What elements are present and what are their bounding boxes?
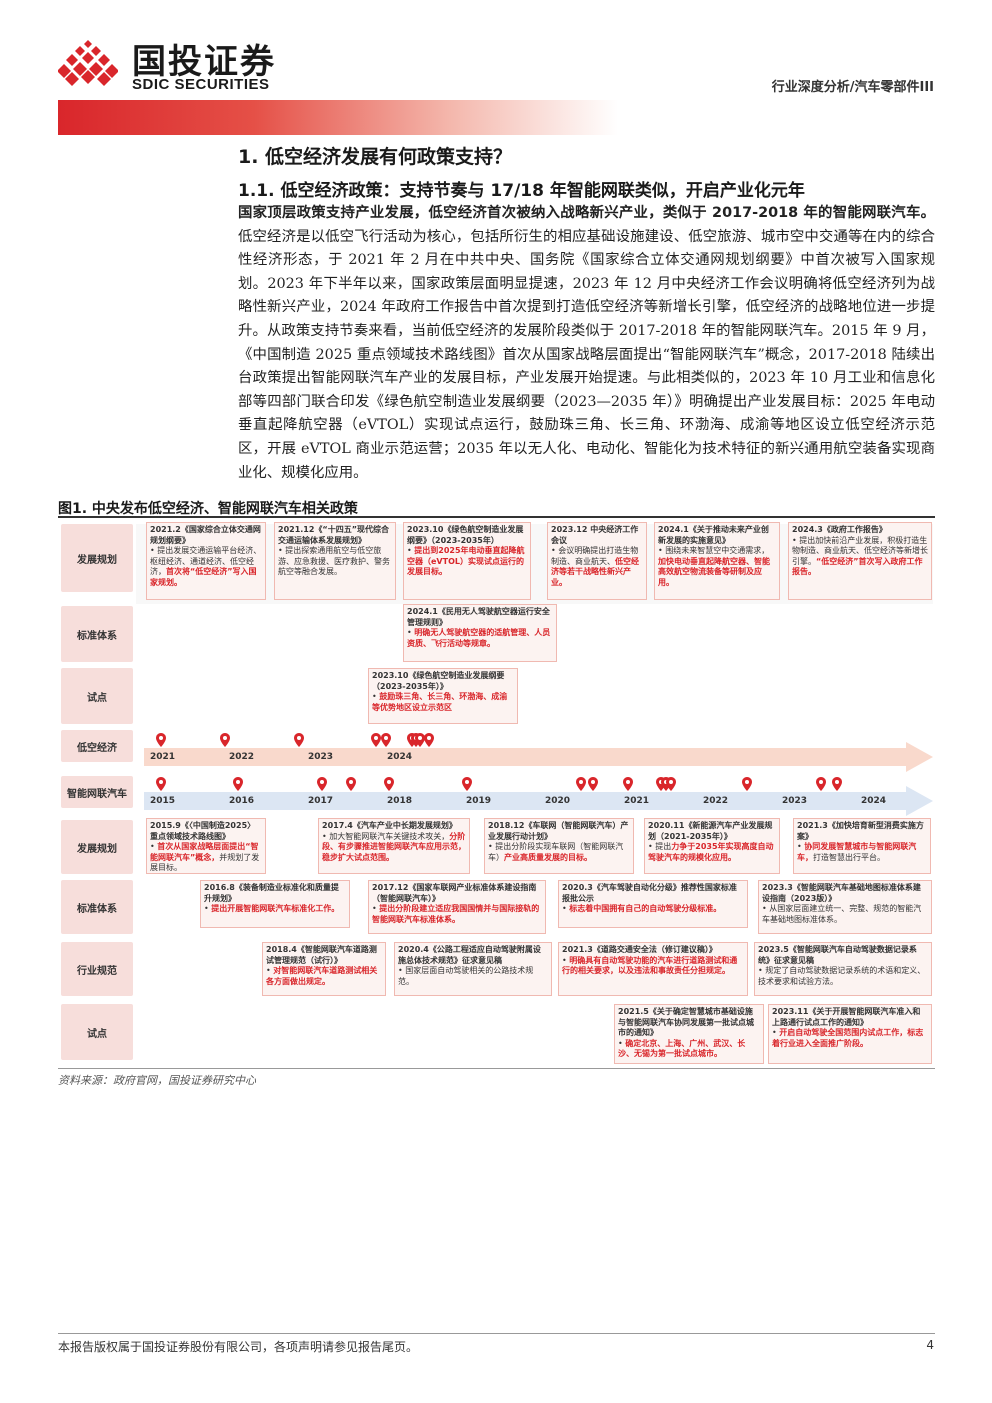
lead-sentence: 国家顶层政策支持产业发展，低空经济首次被纳入战略新兴产业，类似于 2017-20… <box>238 205 935 221</box>
page-number: 4 <box>926 1338 934 1352</box>
policy-card: 2024.1《民用无人驾驶航空器运行安全管理规则》• 明确无人驾驶航空器的适航管… <box>403 604 557 662</box>
timeline-year-label: 2023 <box>782 796 808 806</box>
policy-card: 2023.10《绿色航空制造业发展纲要》（2023-2035年）• 提出到202… <box>403 522 531 600</box>
timeline-year-label: 2019 <box>466 796 492 806</box>
event-pin-icon <box>588 776 598 791</box>
event-pin-icon <box>381 732 391 747</box>
figure-title: 图1. 中央发布低空经济、智能网联汽车相关政策 <box>58 501 358 517</box>
policy-card: 2018.4《智能网联汽车道路测试管理规范（试行）》• 对智能网联汽车道路测试相… <box>262 942 386 996</box>
event-pin-icon <box>294 732 304 747</box>
row-label-low-axis: 低空经济 <box>61 730 133 762</box>
timeline-year-label: 2024 <box>387 752 413 762</box>
event-pin-icon <box>317 776 327 791</box>
policy-card: 2023.11《关于开展智能网联汽车准入和上路通行试点工作的通知》• 开启自动驾… <box>768 1004 932 1064</box>
body-paragraph: 国家顶层政策支持产业发展，低空经济首次被纳入战略新兴产业，类似于 2017-20… <box>238 202 935 485</box>
policy-card: 2020.3《汽车驾驶自动化分级》推荐性国家标准报批公示• 标志着中国拥有自己的… <box>558 880 748 928</box>
logo-mark-icon <box>58 40 118 86</box>
policy-card: 2020.4《公路工程适应自动驾驶附属设施总体技术规范》征求意见稿• 国家层面自… <box>394 942 552 996</box>
policy-card: 2023.3《智能网联汽车基础地图标准体系建设指南（2023版）》• 从国家层面… <box>758 880 932 934</box>
row-label-ev-axis: 智能网联汽车 <box>61 776 133 808</box>
event-pin-icon <box>623 776 633 791</box>
policy-card: 2021.12《“十四五”现代综合交通运输体系发展规划》• 提出探索通用航空与低… <box>274 522 396 600</box>
event-pin-icon <box>816 776 826 791</box>
row-label-low-trial: 试点 <box>61 668 133 724</box>
timeline-year-label: 2020 <box>545 796 571 806</box>
figure-source: 资料来源：政府官网，国投证券研究中心 <box>58 1074 256 1087</box>
ev-timeline-arrow <box>144 786 933 816</box>
logo-text-cn: 国投证券 <box>132 42 276 82</box>
row-label-low-dev: 发展规划 <box>61 524 133 592</box>
policy-card: 2021.3《加快培育新型消费实施方案》• 协同发展智慧城市与智能网联汽车，打造… <box>793 818 931 874</box>
timeline-year-label: 2018 <box>387 796 413 806</box>
event-pin-icon <box>576 776 586 791</box>
event-pin-icon <box>832 776 842 791</box>
timeline-year-label: 2024 <box>861 796 887 806</box>
footer-rule <box>58 1333 935 1334</box>
figure-rule <box>58 516 935 518</box>
logo-text-en: SDIC SECURITIES <box>132 76 270 93</box>
timeline-year-label: 2017 <box>308 796 334 806</box>
policy-card: 2017.4《汽车产业中长期发展规划》• 加大智能网联汽车关键技术攻关，分阶段、… <box>318 818 470 874</box>
policy-timeline-figure: 发展规划 标准体系 试点 低空经济 智能网联汽车 发展规划 标准体系 行业规范 … <box>58 518 935 1064</box>
policy-card: 2023.5《智能网联汽车自动驾驶数据记录系统》征求意见稿• 规定了自动驾驶数据… <box>754 942 932 996</box>
row-label-ev-dev: 发展规划 <box>61 820 133 874</box>
body-text: 低空经济是以低空飞行活动为核心，包括所衍生的相应基础设施建设、低空旅游、城市空中… <box>238 228 935 481</box>
source-rule <box>58 1068 935 1069</box>
event-pin-icon <box>415 732 425 747</box>
policy-card: 2016.8《装备制造业标准化和质量提升规划》• 提出开展智能网联汽车标准化工作… <box>200 880 350 928</box>
event-pin-icon <box>424 732 434 747</box>
report-category: 行业深度分析/汽车零部件III <box>771 80 934 95</box>
row-label-ev-std: 标准体系 <box>61 880 133 934</box>
event-pin-icon <box>371 732 381 747</box>
timeline-year-label: 2021 <box>150 752 176 762</box>
timeline-year-label: 2023 <box>308 752 334 762</box>
event-pin-icon <box>384 776 394 791</box>
event-pin-icon <box>462 776 472 791</box>
timeline-year-label: 2022 <box>229 752 255 762</box>
section-heading: 1. 低空经济发展有何政策支持？ <box>238 146 513 168</box>
policy-card: 2023.10《绿色航空制造业发展纲要（2023-2035年）》• 鼓励珠三角、… <box>368 668 518 724</box>
header-band <box>58 100 618 135</box>
timeline-year-label: 2016 <box>229 796 255 806</box>
policy-card: 2015.9《〈中国制造2025〉重点领域技术路线图》• 首次从国家战略层面提出… <box>146 818 266 874</box>
row-label-low-std: 标准体系 <box>61 606 133 662</box>
event-pin-icon <box>220 732 230 747</box>
subsection-heading: 1.1. 低空经济政策：支持节奏与 17/18 年智能网联类似，开启产业化元年 <box>238 181 805 201</box>
policy-card: 2023.12 中央经济工作会议• 会议明确提出打造生物制造、商业航天、低空经济… <box>547 522 647 600</box>
policy-card: 2018.12《车联网（智能网联汽车）产业发展行动计划》• 提出分阶段实现车联网… <box>484 818 634 874</box>
row-label-ev-norm: 行业规范 <box>61 942 133 996</box>
policy-card: 2021.5《关于确定智慧城市基础设施与智能网联汽车协同发展第一批试点城市的通知… <box>614 1004 764 1064</box>
event-pin-icon <box>233 776 243 791</box>
event-pin-icon <box>742 776 752 791</box>
policy-card: 2021.2《国家综合立体交通网规划纲要》• 提出发展交通运输平台经济、枢纽经济… <box>146 522 266 600</box>
row-label-ev-trial: 试点 <box>61 1004 133 1060</box>
event-pin-icon <box>346 776 356 791</box>
company-logo: 国投证券 SDIC SECURITIES <box>58 30 318 100</box>
timeline-year-label: 2022 <box>703 796 729 806</box>
event-pin-icon <box>666 776 676 791</box>
footer-disclaimer: 本报告版权属于国投证券股份有限公司，各项声明请参见报告尾页。 <box>58 1340 419 1354</box>
policy-card: 2020.11《新能源汽车产业发展规划（2021-2035年）》• 提出力争于2… <box>644 818 780 874</box>
event-pin-icon <box>156 732 166 747</box>
policy-card: 2021.3《道路交通安全法（修订建议稿）》• 明确具有自动驾驶功能的汽车进行道… <box>558 942 748 996</box>
event-pin-icon <box>156 776 166 791</box>
policy-card: 2024.1《关于推动未来产业创新发展的实施意见》• 围绕未来智慧空中交通需求，… <box>654 522 780 600</box>
policy-card: 2017.12《国家车联网产业标准体系建设指南（智能网联汽车）》• 提出分阶段建… <box>368 880 546 934</box>
policy-card: 2024.3《政府工作报告》• 提出加快前沿产业发展，积极打造生物制造、商业航天… <box>788 522 932 600</box>
timeline-year-label: 2021 <box>624 796 650 806</box>
low-altitude-timeline-arrow <box>144 742 933 772</box>
timeline-year-label: 2015 <box>150 796 176 806</box>
